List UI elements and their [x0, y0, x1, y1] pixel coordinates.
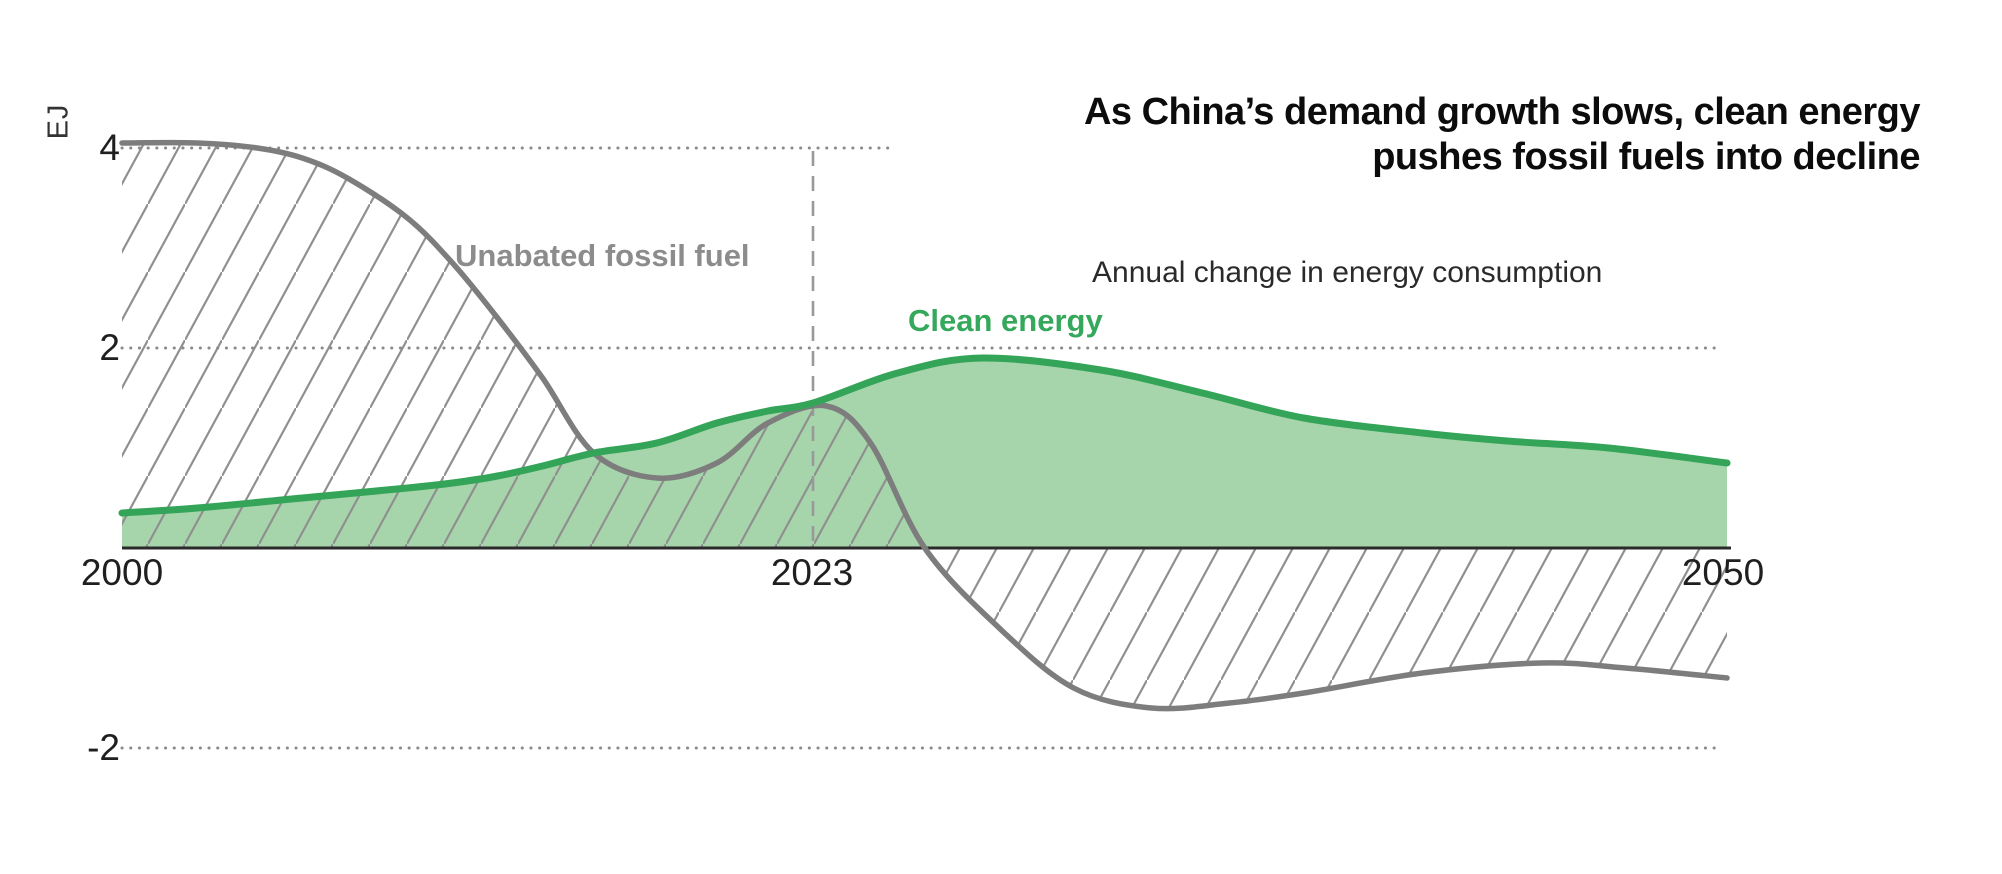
- chart-title-line2: pushes fossil fuels into decline: [1372, 136, 1920, 178]
- chart-title: As China’s demand growth slows, clean en…: [1083, 90, 1921, 180]
- x-tick-2050: 2050: [1681, 552, 1765, 593]
- clean-series-label: Clean energy: [908, 303, 1103, 338]
- y-tick-4: 4: [99, 127, 120, 168]
- y-tick-minus2: -2: [87, 727, 120, 768]
- chart-title-line1: As China’s demand growth slows, clean en…: [1083, 91, 1921, 133]
- y-tick-2: 2: [99, 327, 120, 368]
- clean-energy-line: [118, 354, 1731, 517]
- fossil-fuel-hatched-area: [122, 142, 1727, 709]
- chart-subtitle: Annual change in energy consumption: [1092, 256, 1603, 289]
- x-tick-2000: 2000: [80, 552, 164, 593]
- x-tick-2023: 2023: [770, 552, 854, 593]
- fossil-series-label: Unabated fossil fuel: [455, 238, 750, 273]
